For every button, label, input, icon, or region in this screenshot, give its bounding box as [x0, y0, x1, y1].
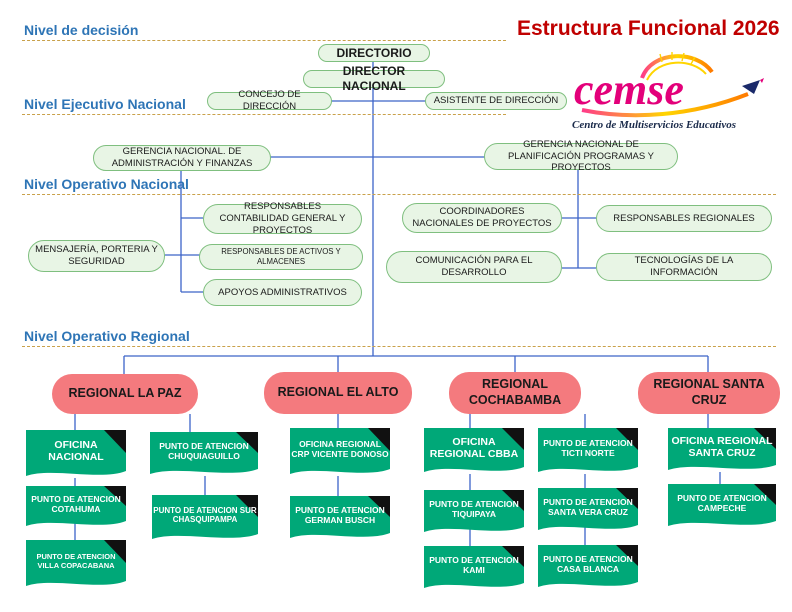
office-regional-santa-cruz: OFICINA REGIONAL SANTA CRUZ [668, 428, 776, 472]
separator-ejecutivo [22, 114, 506, 115]
office-tiquipaya: PUNTO DE ATENCION TIQUIPAYA [424, 490, 524, 534]
office-sur-chasquipampa: PUNTO DE ATENCION SUR CHASQUIPAMPA [152, 495, 258, 541]
node-gerencia-administracion: GERENCIA NACIONAL. DE ADMINISTRACIÓN Y F… [93, 145, 271, 171]
regional-santa-cruz: REGIONAL SANTA CRUZ [638, 372, 780, 414]
office-label: OFICINA REGIONAL CBBA [429, 435, 519, 461]
regional-la-paz: REGIONAL LA PAZ [52, 374, 198, 414]
office-campeche: PUNTO DE ATENCION CAMPECHE [668, 484, 776, 528]
separator-decision [22, 40, 506, 41]
office-label: OFICINA REGIONAL SANTA CRUZ [671, 434, 773, 460]
office-oficina-nacional: OFICINA NACIONAL [26, 430, 126, 478]
office-label: PUNTO DE ATENCION SANTA VERA CRUZ [543, 497, 633, 518]
svg-text:cemse: cemse [574, 65, 684, 114]
node-tecnologias-informacion: TECNOLOGÍAS DE LA INFORMACIÓN [596, 253, 772, 281]
level-operativo-nacional-label: Nivel Operativo Nacional [24, 176, 189, 192]
office-regional-cbba: OFICINA REGIONAL CBBA [424, 428, 524, 474]
office-cotahuma: PUNTO DE ATENCION COTAHUMA [26, 486, 126, 528]
node-gerencia-planificacion: GERENCIA NACIONAL DE PLANIFICACIÓN PROGR… [484, 139, 678, 173]
office-label: PUNTO DE ATENCION CHUQUIAGUILLO [159, 441, 249, 462]
logo-subtitle: Centro de Multiservicios Educativos [572, 119, 737, 131]
office-label: OFICINA REGIONAL CRP VICENTE DONOSO [291, 438, 389, 460]
office-chuquiaguillo: PUNTO DE ATENCION CHUQUIAGUILLO [150, 432, 258, 476]
node-responsables-contabilidad: RESPONSABLES CONTABILIDAD GENERAL Y PROY… [203, 201, 362, 236]
cemse-logo-icon: cemse [574, 52, 764, 118]
node-responsables-activos: RESPONSABLES DE ACTIVOS Y ALMACENES [199, 244, 363, 270]
office-label: OFICINA NACIONAL [48, 438, 104, 464]
node-comunicacion-desarrollo: COMUNICACIÓN PARA EL DESARROLLO [386, 251, 562, 283]
chart-title: Estructura Funcional 2026 [517, 17, 780, 40]
level-operativo-regional-label: Nivel Operativo Regional [24, 328, 190, 344]
office-label: PUNTO DE ATENCION CASA BLANCA [543, 554, 633, 575]
level-ejecutivo-label: Nivel Ejecutivo Nacional [24, 96, 186, 112]
separator-operativo-nacional [22, 194, 776, 195]
office-label: PUNTO DE ATENCION GERMAN BUSCH [295, 505, 385, 526]
office-kami: PUNTO DE ATENCION KAMI [424, 546, 524, 590]
node-responsables-regionales: RESPONSABLES REGIONALES [596, 205, 772, 232]
office-german-busch: PUNTO DE ATENCION GERMAN BUSCH [290, 496, 390, 540]
node-concejo-direccion: CONCEJO DE DIRECCIÓN [207, 89, 332, 112]
office-label: PUNTO DE ATENCION TIQUIPAYA [429, 499, 519, 520]
office-label: PUNTO DE ATENCION CAMPECHE [677, 493, 767, 514]
node-coordinadores-nacionales: COORDINADORES NACIONALES DE PROYECTOS [402, 203, 562, 233]
office-label: PUNTO DE ATENCION VILLA COPACABANA [36, 552, 116, 571]
office-ticti-norte: PUNTO DE ATENCION TICTI NORTE [538, 428, 638, 474]
office-label: PUNTO DE ATENCION COTAHUMA [31, 494, 121, 515]
office-label: PUNTO DE ATENCION SUR CHASQUIPAMPA [153, 505, 257, 525]
level-decision-label: Nivel de decisión [24, 22, 139, 38]
node-mensajeria: MENSAJERÍA, PORTERIA Y SEGURIDAD [28, 240, 165, 272]
office-santa-vera-cruz: PUNTO DE ATENCION SANTA VERA CRUZ [538, 488, 638, 532]
node-asistente-direccion: ASISTENTE DE DIRECCIÓN [425, 92, 567, 110]
node-director-nacional: DIRECTOR NACIONAL [303, 64, 445, 93]
regional-cochabamba: REGIONAL COCHABAMBA [449, 372, 581, 414]
office-crp-vicente-donoso: OFICINA REGIONAL CRP VICENTE DONOSO [290, 428, 390, 476]
office-label: PUNTO DE ATENCION TICTI NORTE [543, 438, 633, 459]
node-directorio: DIRECTORIO [318, 44, 430, 62]
node-apoyos-administrativos: APOYOS ADMINISTRATIVOS [203, 279, 362, 306]
regional-el-alto: REGIONAL EL ALTO [264, 372, 412, 414]
office-casa-blanca: PUNTO DE ATENCION CASA BLANCA [538, 545, 638, 589]
office-label: PUNTO DE ATENCION KAMI [429, 555, 519, 576]
separator-operativo-regional [22, 346, 776, 347]
office-villa-copacabana: PUNTO DE ATENCION VILLA COPACABANA [26, 540, 126, 588]
